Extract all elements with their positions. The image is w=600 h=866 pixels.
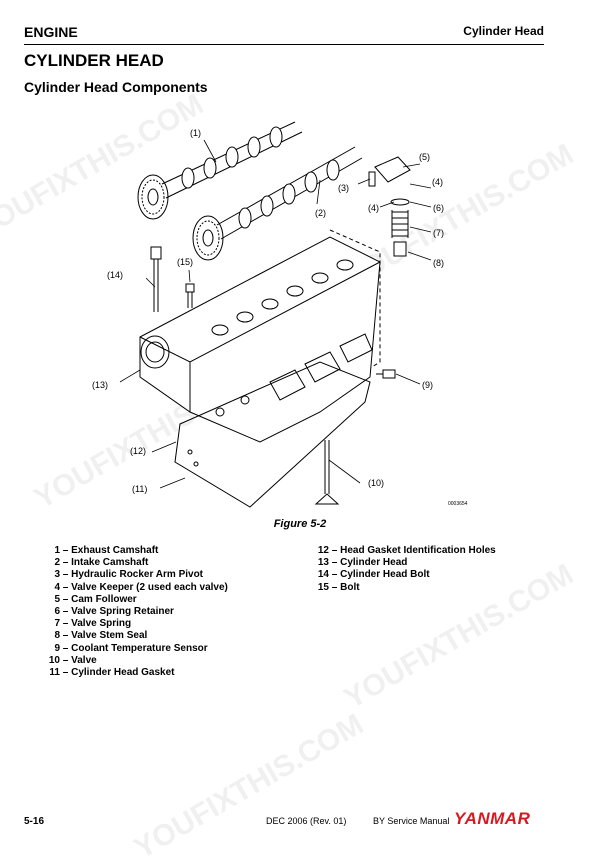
- callout-8: (8): [433, 258, 444, 268]
- callout-10: (10): [368, 478, 384, 488]
- legend-left: 1 – Exhaust Camshaft 2 – Intake Camshaft…: [44, 545, 228, 679]
- legend-item: 1 – Exhaust Camshaft: [54, 545, 159, 556]
- manual-name: BY Service Manual: [373, 816, 450, 826]
- figure-caption: Figure 5-2: [273, 518, 327, 530]
- legend-item: 10 – Valve: [48, 654, 97, 666]
- page-title: CYLINDER HEAD: [24, 51, 164, 70]
- callout-3: (3): [338, 183, 349, 193]
- callout-14: (14): [107, 270, 123, 280]
- topic-title: Cylinder Head: [463, 24, 544, 38]
- legend-item: 5 – Cam Follower: [54, 593, 137, 605]
- legend-item: 11 – Cylinder Head Gasket: [49, 667, 175, 679]
- page-number: 5-16: [24, 816, 45, 827]
- figure-id: 0003654: [448, 501, 468, 507]
- page-header: ENGINE Cylinder Head: [24, 22, 544, 45]
- callout-2: (2): [315, 208, 326, 218]
- callout-5: (5): [419, 152, 430, 162]
- callout-9: (9): [422, 380, 433, 390]
- legend-item: 7 – Valve Spring: [54, 618, 132, 630]
- legend-item: 15 – Bolt: [317, 581, 360, 593]
- cylinder-head-block-drawing: [139, 236, 381, 443]
- legend-item: 12 – Head Gasket Identification Holes: [317, 545, 496, 556]
- revision-date: DEC 2006 (Rev. 01): [266, 816, 347, 826]
- legend-item: 3 – Hydraulic Rocker Arm Pivot: [54, 569, 204, 581]
- legend-item: 14 – Cylinder Head Bolt: [317, 569, 430, 581]
- callout-11: (11): [132, 484, 147, 494]
- head-gasket-drawing: [174, 361, 371, 508]
- valve-train-drawing: [368, 156, 411, 257]
- watermark: YOUFIXTHIS.COM: [128, 707, 370, 866]
- callout-15: (15): [177, 257, 193, 267]
- legend-item: 4 – Valve Keeper (2 used each valve): [54, 581, 228, 593]
- callout-4-top: (4): [432, 177, 443, 187]
- coolant-sensor-drawing: [376, 369, 396, 379]
- legend-item: 8 – Valve Stem Seal: [54, 630, 148, 642]
- yanmar-logo: YANMAR: [454, 809, 531, 828]
- callout-12: (12): [130, 446, 146, 456]
- callout-1: (1): [190, 128, 201, 138]
- legend-item: 13 – Cylinder Head: [317, 557, 408, 569]
- page-subtitle: Cylinder Head Components: [24, 79, 208, 95]
- legend-item: 9 – Coolant Temperature Sensor: [54, 642, 208, 654]
- callout-13: (13): [92, 380, 108, 390]
- valve-drawing: [314, 440, 340, 505]
- exhaust-camshaft-drawing: [137, 121, 303, 220]
- legend-item: 6 – Valve Spring Retainer: [54, 606, 174, 618]
- callout-4-lower: (4): [368, 203, 379, 213]
- cylinder-head-diagram: (1) (2) (3) (4) (4) (5) (6) (7) (8) (9) …: [92, 121, 468, 508]
- legend-right: 12 – Head Gasket Identification Holes 13…: [313, 545, 496, 594]
- intake-camshaft-drawing: [192, 146, 363, 261]
- callout-6: (6): [433, 203, 444, 213]
- legend-item: 2 – Intake Camshaft: [54, 557, 149, 569]
- callout-7: (7): [433, 228, 444, 238]
- section-title: ENGINE: [24, 24, 78, 40]
